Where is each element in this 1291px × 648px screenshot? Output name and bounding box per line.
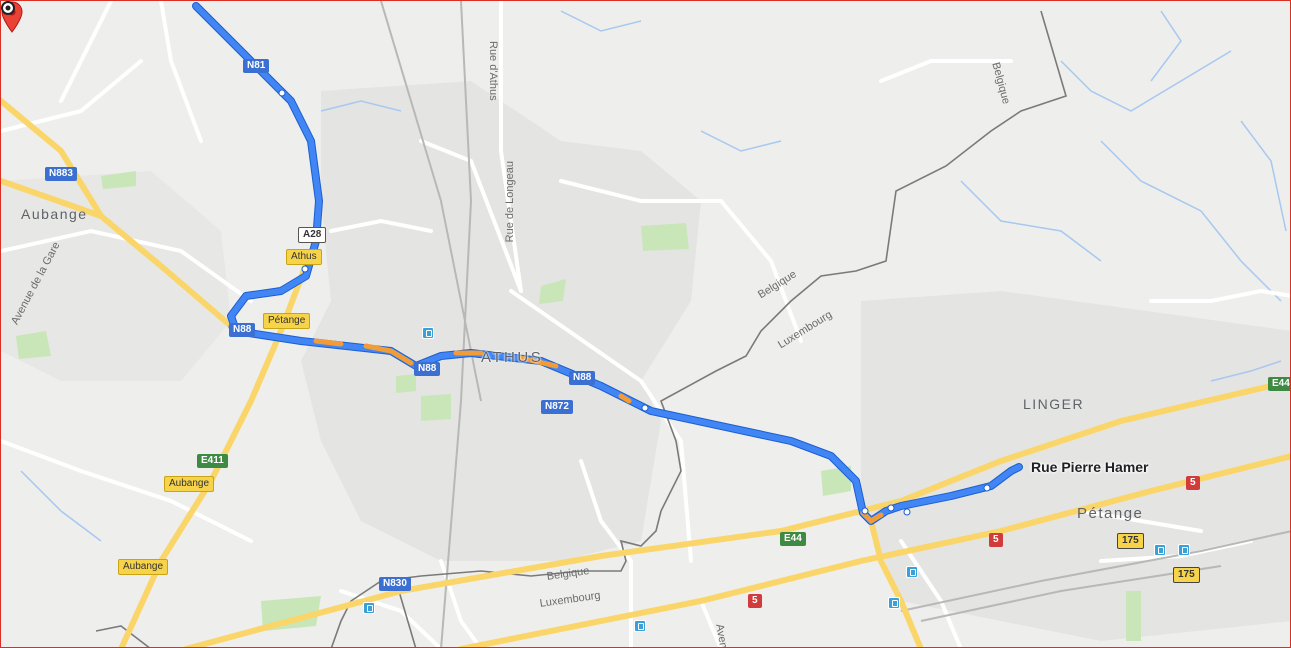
train-station-icon[interactable] [906, 566, 918, 578]
train-station-icon[interactable] [1154, 544, 1166, 556]
road-shield-175-lower: 175 [1173, 567, 1200, 583]
train-station-icon[interactable] [888, 597, 900, 609]
road-shield-5-east: 5 [1186, 476, 1200, 490]
destination-marker-icon [1, 1, 15, 15]
road-shield-e44-east: E44 [1268, 377, 1290, 391]
road-shield-n88-east: N88 [569, 371, 596, 385]
road-shield-5-west: 5 [748, 594, 762, 608]
train-station-icon[interactable] [363, 602, 375, 614]
road-shield-n872: N872 [541, 400, 573, 414]
exit-sign-aubange-lower: Aubange [118, 559, 169, 575]
train-station-icon[interactable] [634, 620, 646, 632]
road-shield-5-center: 5 [989, 533, 1003, 547]
exit-sign-athus: Athus [286, 249, 322, 265]
road-shield-n883: N883 [45, 167, 77, 181]
road-shield-a28: A28 [298, 227, 327, 243]
road-shield-n830: N830 [379, 577, 411, 591]
destination-label[interactable]: Rue Pierre Hamer [1031, 459, 1149, 475]
road-shield-175-upper: 175 [1117, 533, 1144, 549]
road-shield-e411: E411 [197, 454, 228, 468]
train-station-icon[interactable] [1178, 544, 1190, 556]
exit-sign-petange: Pétange [263, 313, 311, 329]
exit-sign-aubange-upper: Aubange [164, 476, 215, 492]
road-shield-n81: N81 [243, 59, 270, 73]
road-shield-e44-center: E44 [780, 532, 806, 546]
train-station-icon[interactable] [422, 327, 434, 339]
road-shield-n88-center: N88 [414, 362, 441, 376]
road-shield-n88-west: N88 [229, 323, 256, 337]
